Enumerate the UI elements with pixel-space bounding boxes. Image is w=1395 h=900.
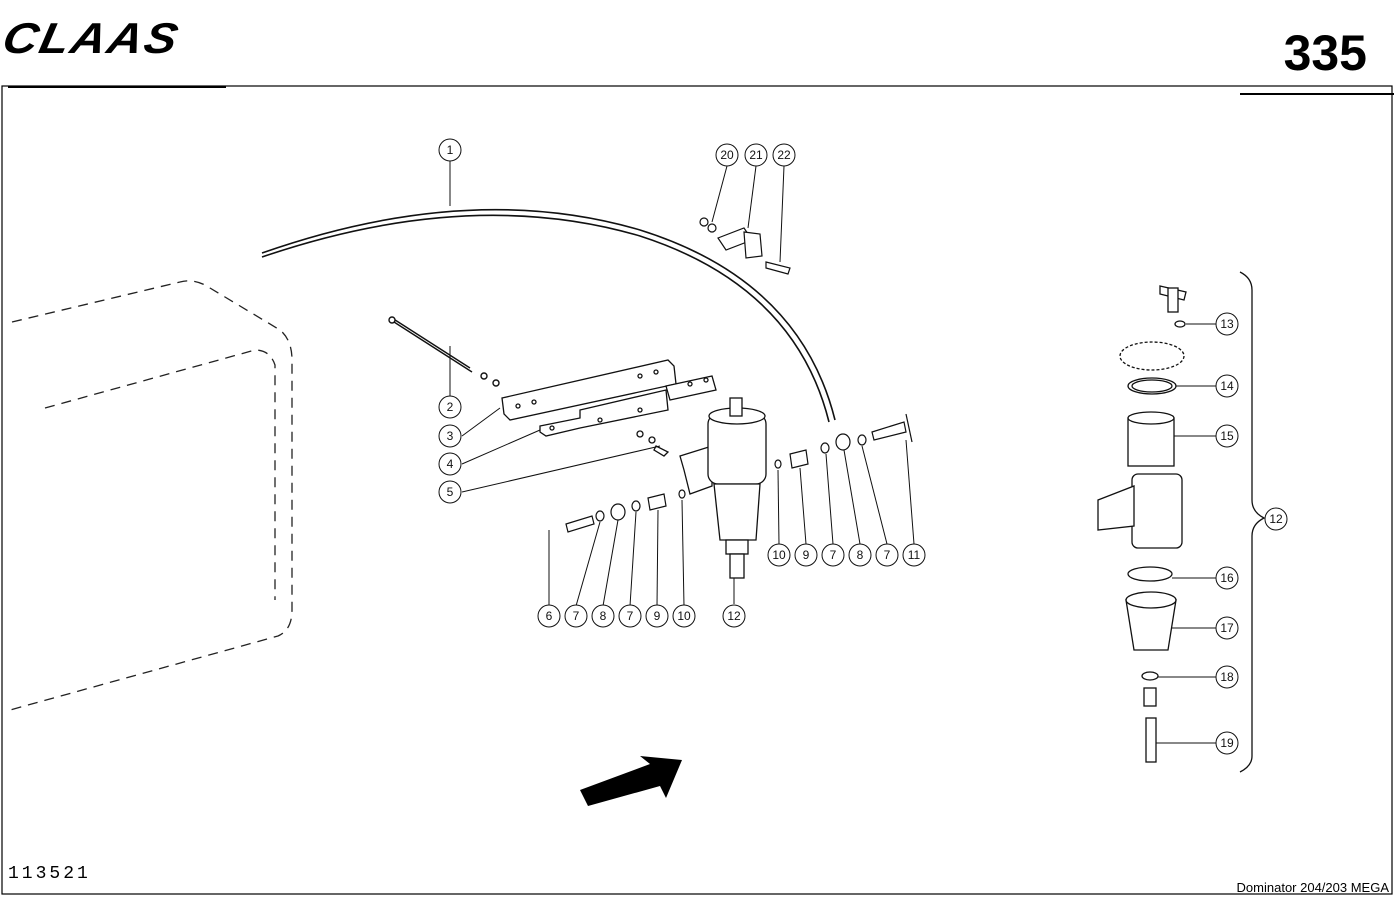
svg-text:18: 18 — [1220, 670, 1234, 684]
callout-13: 13 — [1215, 312, 1239, 336]
callout-16: 16 — [1215, 566, 1239, 590]
svg-text:12: 12 — [1269, 512, 1283, 526]
callouts: 1 2 3 4 5 6 7 8 7 9 10 12 10 9 7 8 7 11 … — [438, 138, 1288, 755]
tie-rod — [388, 316, 500, 387]
svg-text:9: 9 — [803, 548, 810, 562]
callout-10b: 10 — [767, 543, 791, 567]
callout-7b: 7 — [618, 604, 642, 628]
svg-text:21: 21 — [749, 148, 763, 162]
callout-22: 22 — [772, 143, 796, 167]
svg-text:10: 10 — [772, 548, 786, 562]
fuel-tank-outline — [9, 280, 293, 711]
svg-text:7: 7 — [884, 548, 891, 562]
svg-text:7: 7 — [830, 548, 837, 562]
callout-1: 1 — [438, 138, 462, 162]
callout-4: 4 — [438, 452, 462, 476]
svg-text:4: 4 — [447, 457, 454, 471]
group-bracket — [1239, 271, 1266, 773]
svg-text:8: 8 — [600, 609, 607, 623]
callout-11: 11 — [902, 543, 926, 567]
filter-exploded-view — [1097, 285, 1187, 763]
callout-12b: 12 — [1264, 507, 1288, 531]
fuel-line — [261, 208, 836, 423]
svg-text:8: 8 — [857, 548, 864, 562]
svg-text:5: 5 — [447, 485, 454, 499]
callout-15: 15 — [1215, 424, 1239, 448]
direction-arrow — [580, 756, 682, 806]
svg-text:16: 16 — [1220, 571, 1234, 585]
svg-text:10: 10 — [677, 609, 691, 623]
svg-text:22: 22 — [777, 148, 791, 162]
callout-8b: 8 — [848, 543, 872, 567]
svg-text:17: 17 — [1220, 621, 1234, 635]
hose-clamp — [699, 217, 791, 275]
svg-text:14: 14 — [1220, 379, 1234, 393]
svg-text:2: 2 — [447, 400, 454, 414]
page-number: 335 — [1283, 25, 1367, 81]
callout-2: 2 — [438, 395, 462, 419]
callout-9b: 9 — [794, 543, 818, 567]
callout-14: 14 — [1215, 374, 1239, 398]
svg-text:19: 19 — [1220, 736, 1234, 750]
drawing-number: 113521 — [8, 864, 91, 884]
callout-3: 3 — [438, 424, 462, 448]
page-number-underline — [1240, 93, 1394, 95]
callout-18: 18 — [1215, 665, 1239, 689]
svg-text:7: 7 — [573, 609, 580, 623]
svg-text:6: 6 — [546, 609, 553, 623]
callout-7a: 7 — [564, 604, 588, 628]
fuel-filter-assembly — [679, 397, 767, 579]
svg-text:11: 11 — [908, 548, 921, 562]
callout-5: 5 — [438, 480, 462, 504]
svg-text:1: 1 — [447, 143, 454, 157]
callout-17: 17 — [1215, 616, 1239, 640]
callout-10a: 10 — [672, 604, 696, 628]
fitting-hardware-left — [565, 489, 686, 533]
page-frame — [1, 85, 1393, 895]
callout-7c: 7 — [821, 543, 845, 567]
svg-text:7: 7 — [627, 609, 634, 623]
callout-21: 21 — [744, 143, 768, 167]
bracket-rail — [501, 359, 717, 457]
logo-underline — [8, 86, 226, 88]
svg-text:20: 20 — [720, 148, 734, 162]
leader-lines — [449, 160, 1216, 744]
svg-text:3: 3 — [447, 429, 454, 443]
svg-text:12: 12 — [727, 609, 741, 623]
callout-12a: 12 — [722, 604, 746, 628]
svg-text:9: 9 — [654, 609, 661, 623]
callout-20: 20 — [715, 143, 739, 167]
callout-19: 19 — [1215, 731, 1239, 755]
callout-6: 6 — [537, 604, 561, 628]
fitting-hardware-right — [774, 413, 913, 469]
callout-7d: 7 — [875, 543, 899, 567]
callout-8a: 8 — [591, 604, 615, 628]
svg-text:15: 15 — [1220, 429, 1234, 443]
svg-text:13: 13 — [1220, 317, 1234, 331]
callout-9a: 9 — [645, 604, 669, 628]
model-name: Dominator 204/203 MEGA — [1236, 880, 1389, 895]
